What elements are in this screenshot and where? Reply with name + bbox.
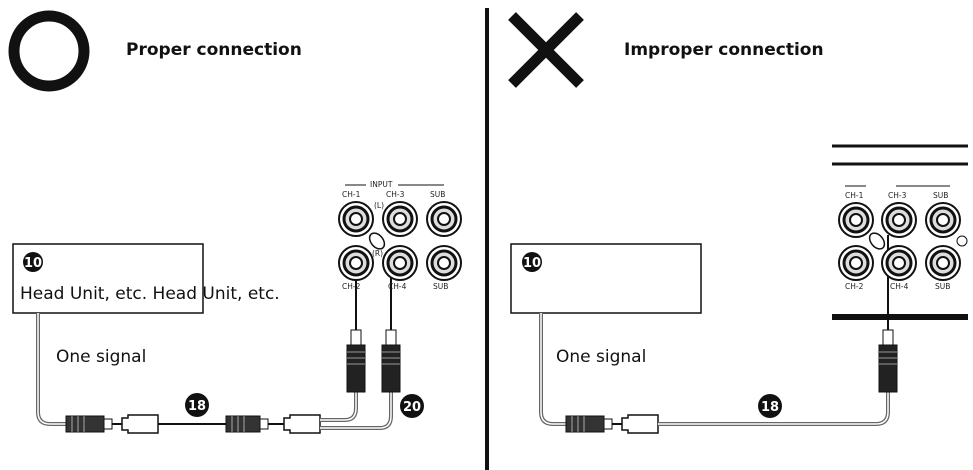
cable-line xyxy=(539,313,566,426)
rca-jack xyxy=(121,414,159,434)
amp-input-panel: INPUT CH-1 CH-3 SUB (L) (R) CH-2 CH-4 SU… xyxy=(338,180,462,291)
left-marker: (L) xyxy=(374,201,384,210)
left-panel: Proper connection 10 Head Unit, etc. Hea… xyxy=(8,10,462,434)
rca-input-jack xyxy=(838,202,874,238)
rca-jack xyxy=(621,414,659,434)
splitter-branch xyxy=(320,392,358,422)
rca-input-jack xyxy=(925,245,961,281)
ch2-label: CH-2 xyxy=(342,282,361,291)
ch1-label: CH-1 xyxy=(342,190,361,199)
link-switch xyxy=(368,232,386,250)
right-marker: (R) xyxy=(372,249,383,258)
rca-input-jack xyxy=(382,201,418,237)
svg-text:CH-3: CH-3 xyxy=(888,191,907,200)
splitter-number-badge xyxy=(400,394,424,418)
sub-label: SUB xyxy=(430,190,445,199)
proper-circle-icon xyxy=(8,10,90,92)
svg-text:CH-1: CH-1 xyxy=(845,191,864,200)
cable-line xyxy=(36,313,66,426)
rca-plug-vertical xyxy=(346,275,366,393)
rca-plug xyxy=(65,415,122,433)
amp-input-panel-improper: CH-1 CH-3 SUB CH-2 CH-4 SUB xyxy=(832,144,968,320)
improper-x-icon xyxy=(508,12,584,88)
rca-input-jack xyxy=(881,245,917,281)
rca-input-jack xyxy=(426,245,462,281)
head-unit-box xyxy=(12,243,204,314)
svg-text:SUB: SUB xyxy=(935,282,950,291)
rca-input-jack xyxy=(881,202,917,238)
improper-connection-title: Improper connection xyxy=(624,40,824,60)
ch3-label: CH-3 xyxy=(386,190,405,199)
cable-number-badge xyxy=(758,394,782,418)
ground-marker-icon xyxy=(956,235,968,247)
rca-plug xyxy=(565,415,622,433)
rca-plug-vertical xyxy=(381,275,401,393)
svg-text:CH-4: CH-4 xyxy=(890,282,909,291)
cable-number: 18 xyxy=(188,399,206,414)
rca-input-jack xyxy=(338,245,374,281)
rca-input-jack xyxy=(382,245,418,281)
one-signal-label: One signal xyxy=(556,347,646,367)
link-switch xyxy=(868,232,886,250)
one-signal-label: One signal xyxy=(56,347,146,367)
head-unit-number-badge xyxy=(522,252,542,272)
head-unit-number: 10 xyxy=(523,256,541,271)
cable-number-badge xyxy=(185,393,209,417)
head-unit-label: Head Unit, etc. Head Unit, etc. xyxy=(20,284,280,304)
rca-input-jack xyxy=(925,202,961,238)
head-unit-box xyxy=(510,243,702,314)
y-splitter-jack xyxy=(283,414,321,434)
rca-input-jack xyxy=(426,201,462,237)
rca-input-jack xyxy=(838,245,874,281)
svg-text:CH-2: CH-2 xyxy=(845,282,864,291)
proper-connection-title: Proper connection xyxy=(126,40,302,60)
head-unit-number: 10 xyxy=(24,256,42,271)
head-unit-number-badge xyxy=(23,252,43,272)
right-panel: Improper connection 10 One signal 18 xyxy=(508,12,968,434)
rca-input-jack xyxy=(338,201,374,237)
rca-plug xyxy=(225,415,284,433)
svg-text:SUB: SUB xyxy=(933,191,948,200)
ch4-label: CH-4 xyxy=(388,282,407,291)
cable-number: 18 xyxy=(761,400,779,415)
splitter-number: 20 xyxy=(403,400,421,415)
input-header: INPUT xyxy=(370,180,393,189)
sub2-label: SUB xyxy=(433,282,448,291)
